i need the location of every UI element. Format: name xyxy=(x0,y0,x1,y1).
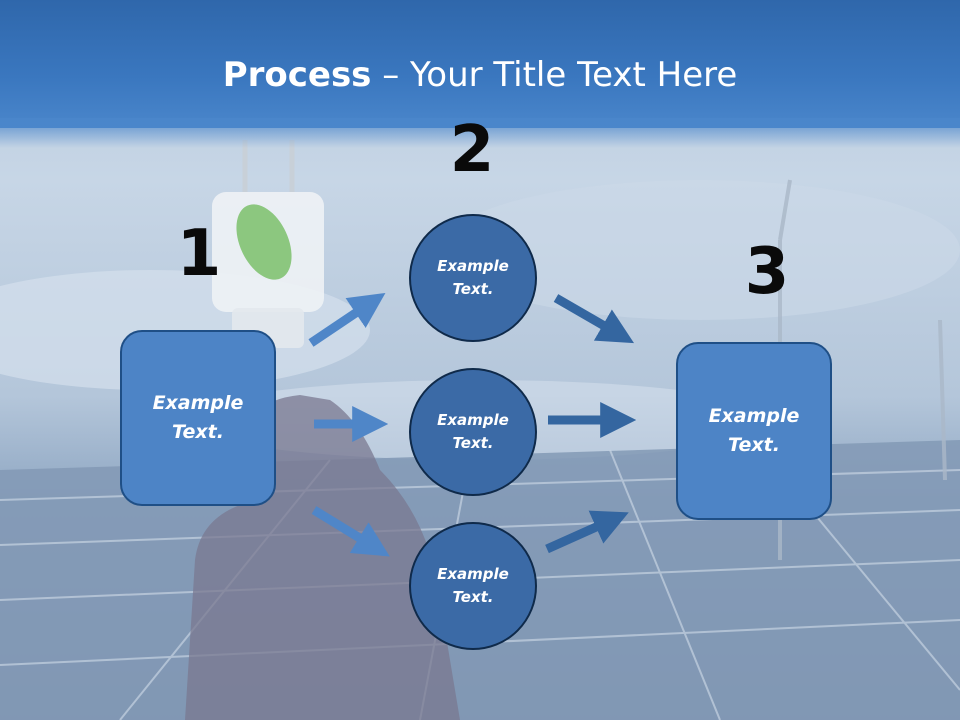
right-box-text: Example Text. xyxy=(708,405,800,456)
title-rest: – Your Title Text Here xyxy=(371,55,738,95)
circle-bottom-text: Example Text. xyxy=(437,565,509,606)
step-number-3: 3 xyxy=(744,235,790,309)
circle-middle[interactable]: Example Text. xyxy=(409,368,537,496)
circle-middle-text: Example Text. xyxy=(437,411,509,452)
step-number-2: 2 xyxy=(449,113,495,187)
title-bar-fade xyxy=(0,118,960,148)
circle-top-text: Example Text. xyxy=(437,257,509,298)
left-process-box[interactable]: Example Text. xyxy=(120,330,276,506)
right-process-box[interactable]: Example Text. xyxy=(676,342,832,520)
title-bar xyxy=(0,0,960,128)
left-box-text: Example Text. xyxy=(152,392,244,443)
circle-top[interactable]: Example Text. xyxy=(409,214,537,342)
circle-bottom[interactable]: Example Text. xyxy=(409,522,537,650)
slide-title[interactable]: Process – Your Title Text Here xyxy=(0,52,960,98)
title-bold: Process xyxy=(222,55,372,95)
step-number-1: 1 xyxy=(176,217,222,291)
